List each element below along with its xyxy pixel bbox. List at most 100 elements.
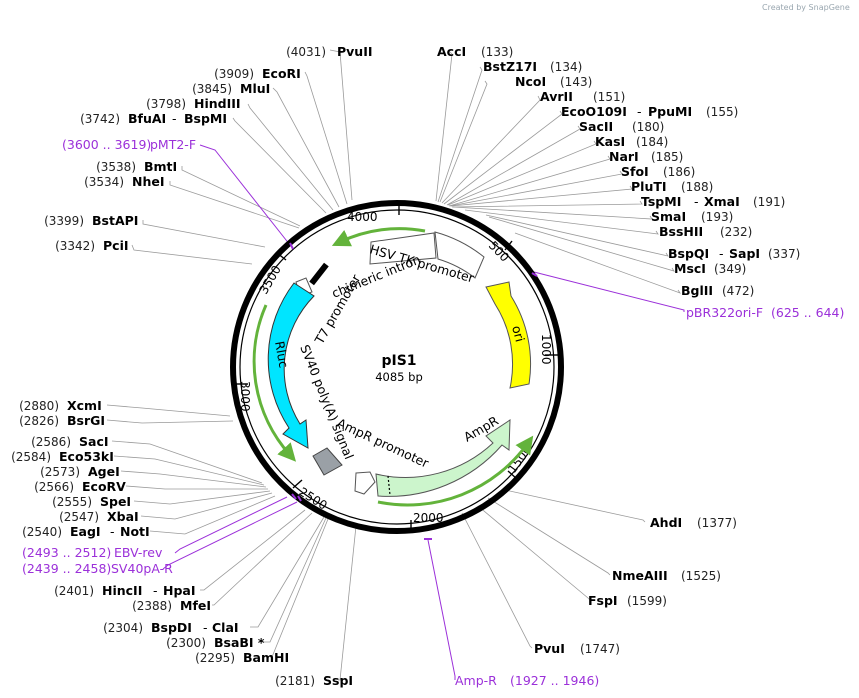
name-label: SV40pA-R <box>111 561 173 576</box>
name-label: PvuI <box>534 641 565 656</box>
enzyme-label[interactable]: EcoO109I-PpuMI(155) <box>561 104 738 119</box>
position-label: (2401) <box>54 584 94 598</box>
enzyme-label[interactable]: (2388)MfeI <box>132 598 211 613</box>
backbone-inner <box>239 209 555 525</box>
position-label: (3342) <box>55 239 95 253</box>
svg-text:-: - <box>153 583 158 598</box>
name-label: NmeAIII <box>612 568 668 583</box>
enzyme-label[interactable]: (3909) EcoRI <box>214 66 301 81</box>
position-label: (2584) <box>11 450 51 464</box>
enzyme-label[interactable]: (2540)EagI-NotI <box>22 524 150 539</box>
name-label: BamHI <box>243 650 289 665</box>
name-label: XmaI <box>704 194 740 209</box>
position-label: (1377) <box>697 516 737 530</box>
enzyme-label[interactable]: (2555)SpeI <box>52 494 131 509</box>
enzyme-label[interactable]: AhdI(1377) <box>650 515 737 530</box>
enzyme-label[interactable]: BssHII(232) <box>659 224 752 239</box>
enzyme-label[interactable]: (2295)BamHI <box>195 650 289 665</box>
position-label: (2300) <box>166 636 206 650</box>
name-label: TspMI <box>641 194 681 209</box>
enzyme-label[interactable]: (2584) Eco53kI <box>11 449 114 464</box>
enzyme-label[interactable]: (3845)MluI <box>192 81 270 96</box>
enzyme-label[interactable]: (2826)BsrGI <box>19 413 105 428</box>
enzyme-label[interactable]: (3798)HindIII <box>146 96 240 111</box>
name-label: EcoRI <box>262 66 301 81</box>
enzyme-label[interactable]: (3342)PciI <box>55 238 128 253</box>
primer-label-ebv-rev[interactable]: (2493 .. 2512)EBV-rev <box>22 545 163 560</box>
position-label: (2181) <box>275 674 315 688</box>
enzyme-label[interactable]: AccI(133) <box>437 44 513 59</box>
name-label: HincII <box>102 583 142 598</box>
enzyme-label[interactable]: (2586)SacI <box>31 434 108 449</box>
position-label: (3909) <box>214 67 254 81</box>
position-label: (155) <box>706 105 738 119</box>
enzyme-label[interactable]: (3534)NheI <box>84 174 164 189</box>
primer-label-pbr322ori-f[interactable]: pBR322ori-F (625 .. 644) <box>686 305 844 320</box>
position-label: (184) <box>636 135 668 149</box>
enzyme-label[interactable]: MscI(349) <box>674 261 746 276</box>
position-label: (2439 .. 2458) <box>22 561 111 576</box>
position-label: (472) <box>722 284 754 298</box>
enzyme-label[interactable]: SfoI(186) <box>621 164 695 179</box>
enzyme-label[interactable]: (2573) AgeI <box>40 464 120 479</box>
enzyme-label[interactable]: (3742)BfuAI-BspMI <box>80 111 227 126</box>
enzyme-label[interactable]: (2547)XbaI <box>59 509 139 524</box>
enzyme-label[interactable]: NcoI(143) <box>515 74 592 89</box>
position-label: (188) <box>681 180 713 194</box>
name-label: BsaBI * <box>214 635 265 650</box>
position-label: (2547) <box>59 510 99 524</box>
enzyme-label[interactable]: NmeAIII(1525) <box>612 568 721 583</box>
name-label: BstAPI <box>92 213 138 228</box>
position-label: (2566) <box>34 480 74 494</box>
enzyme-label[interactable]: AvrII(151) <box>540 89 625 104</box>
primer-label-sv40pa-r[interactable]: (2439 .. 2458)SV40pA-R <box>22 561 173 576</box>
enzyme-label[interactable]: (2181)SspI <box>275 673 353 688</box>
enzyme-label[interactable]: PvuI(1747) <box>534 641 620 656</box>
name-label: MscI <box>674 261 706 276</box>
position-label: (2880) <box>19 399 59 413</box>
enzyme-label[interactable]: FspI(1599) <box>588 593 667 608</box>
enzyme-label[interactable]: (2401)HincII-HpaI <box>54 583 195 598</box>
enzyme-label[interactable]: NarI(185) <box>609 149 683 164</box>
enzyme-label[interactable]: BglII(472) <box>681 283 754 298</box>
svg-text:-: - <box>694 194 699 209</box>
position-label: (2555) <box>52 495 92 509</box>
enzyme-label[interactable]: BspQI-SapI(337) <box>668 246 800 261</box>
enzyme-label[interactable]: (3538)BmtI <box>96 159 177 174</box>
enzyme-label[interactable]: (4031)PvuII <box>286 44 372 59</box>
enzyme-label[interactable]: PluTI (188) <box>631 179 713 194</box>
name-label: PluTI <box>631 179 667 194</box>
position-label: (3600 .. 3619) <box>62 137 151 152</box>
position-label: (625 .. 644) <box>771 305 844 320</box>
enzyme-label[interactable]: (3399)BstAPI <box>44 213 138 228</box>
plasmid-name: pIS1 <box>381 353 416 369</box>
name-label: XcmI <box>67 398 102 413</box>
primer-label-amp-r[interactable]: Amp-R(1927 .. 1946) <box>455 673 599 688</box>
primer-label-pmt2-f[interactable]: (3600 .. 3619)pMT2-F <box>62 137 196 152</box>
enzyme-label[interactable]: SacII(180) <box>579 119 664 134</box>
name-label: ClaI <box>212 620 239 635</box>
ampr-promoter-feature <box>354 471 376 495</box>
enzyme-label[interactable]: (2300) BsaBI * <box>166 635 265 650</box>
name-label: AvrII <box>540 89 573 104</box>
enzyme-label[interactable]: (2880) XcmI <box>19 398 102 413</box>
enzyme-label[interactable]: KasI(184) <box>595 134 668 149</box>
enzyme-label[interactable]: (2304)BspDI-ClaI <box>103 620 238 635</box>
primer-marks <box>289 242 538 540</box>
name-label: BspDI <box>151 620 192 635</box>
name-label: Eco53kI <box>59 449 114 464</box>
position-label: (2573) <box>40 465 80 479</box>
name-label: NarI <box>609 149 639 164</box>
position-label: (4031) <box>286 45 326 59</box>
position-label: (191) <box>753 195 785 209</box>
name-label: SfoI <box>621 164 649 179</box>
enzyme-label[interactable]: BstZ17I(134) <box>483 59 582 74</box>
enzyme-label[interactable]: SmaI(193) <box>651 209 733 224</box>
name-label: pBR322ori-F <box>686 305 763 320</box>
name-label: AgeI <box>88 464 120 479</box>
enzyme-label[interactable]: TspMI-XmaI (191) <box>641 194 785 209</box>
orf-arrows <box>252 227 534 507</box>
name-label: BstZ17I <box>483 59 537 74</box>
name-label: EcoO109I <box>561 104 627 119</box>
enzyme-label[interactable]: (2566)EcoRV <box>34 479 126 494</box>
